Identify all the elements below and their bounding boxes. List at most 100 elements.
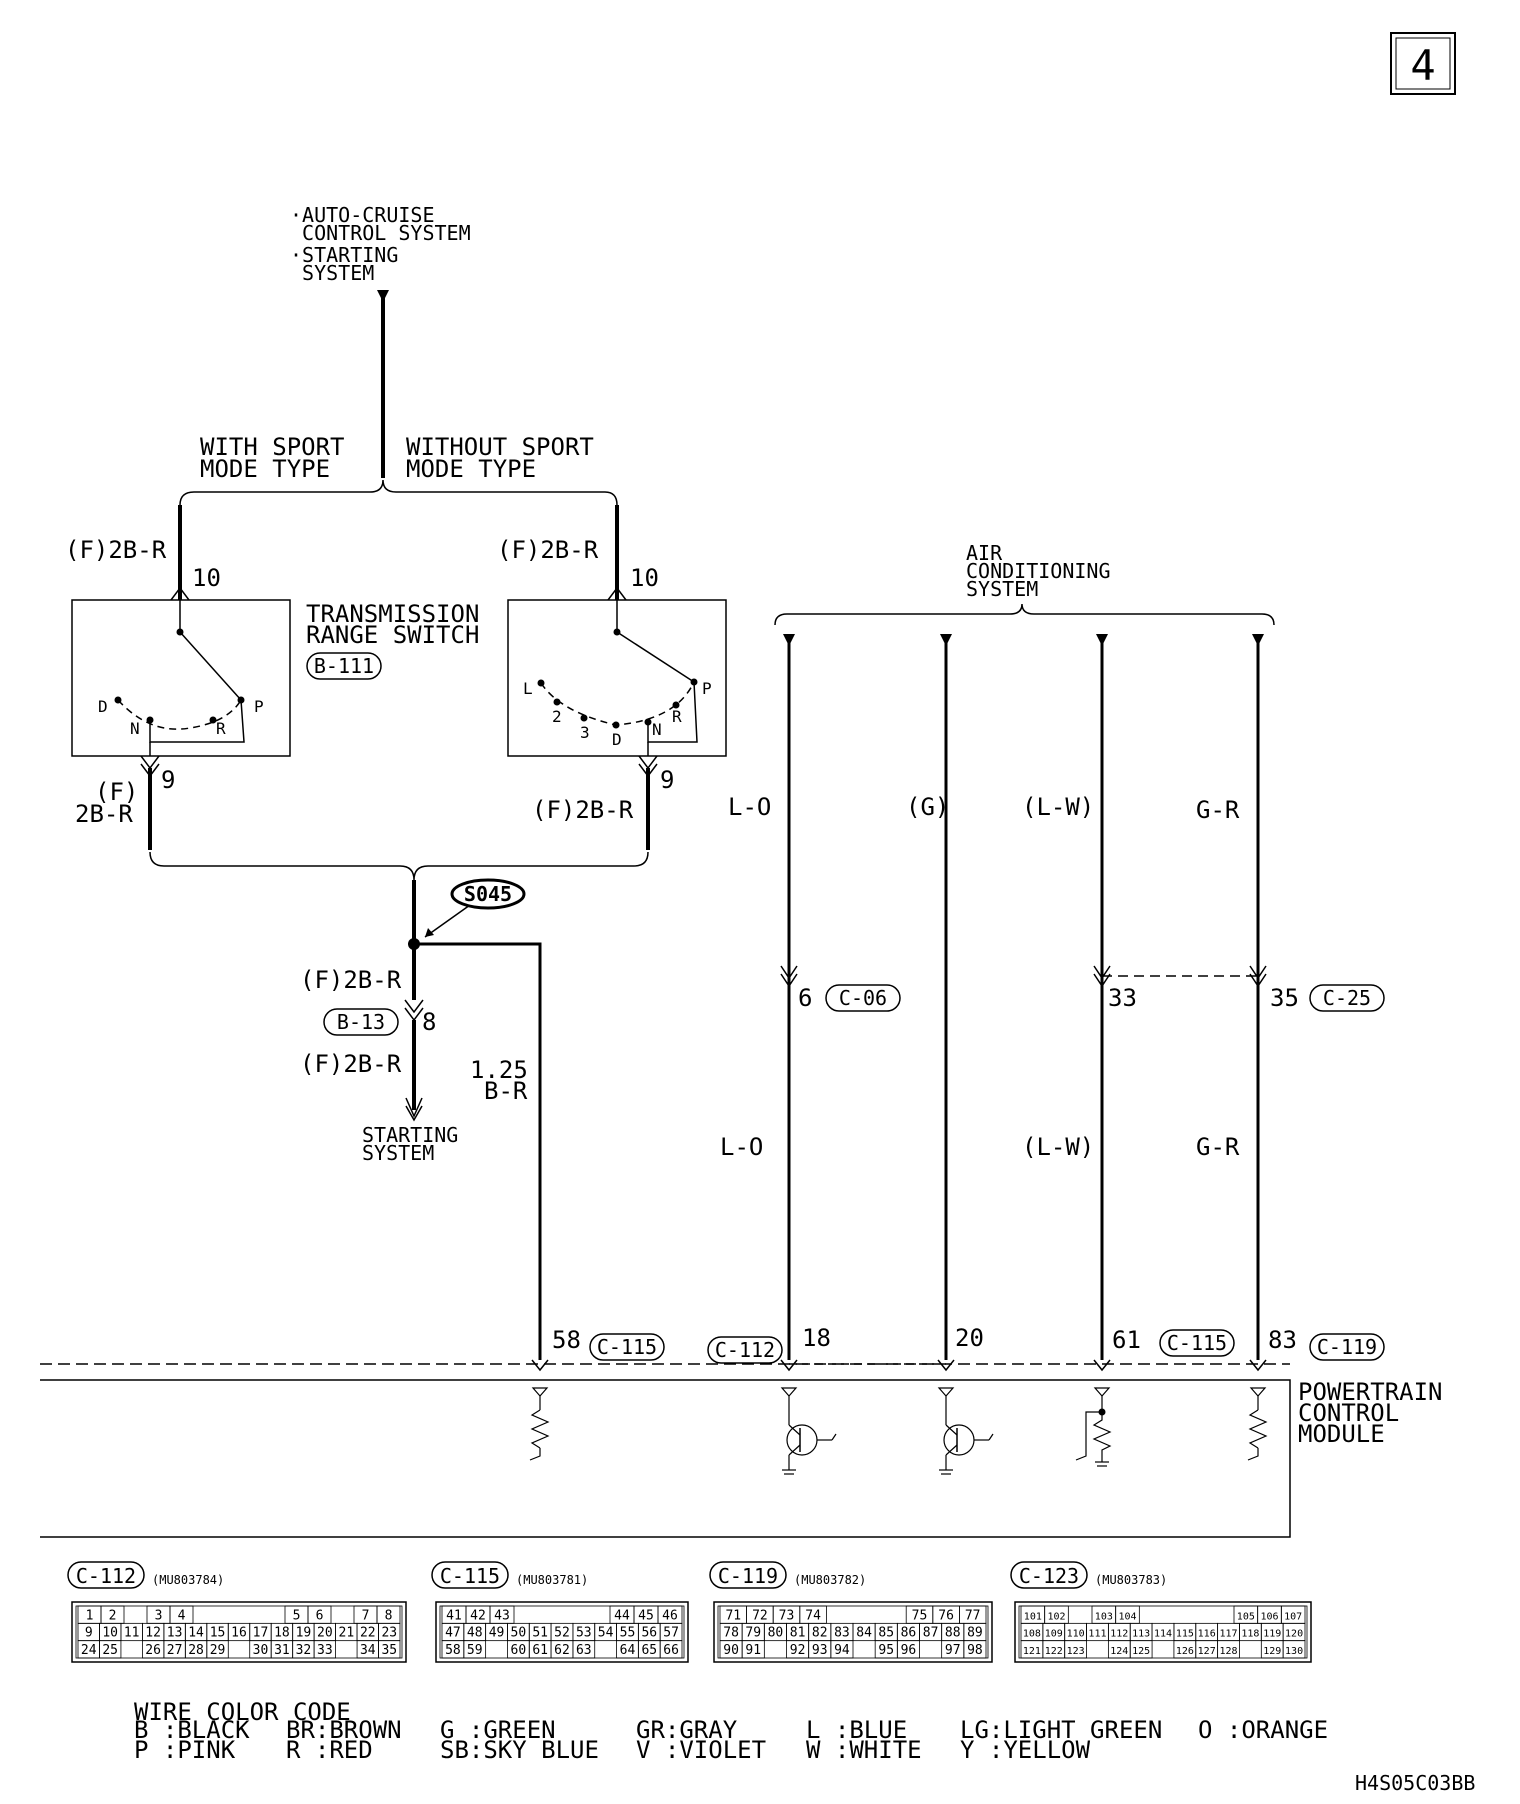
right-pos-2: 2	[552, 707, 562, 726]
connector-pin: 116	[1198, 1629, 1216, 1640]
ac-wire4-pin: 35	[1270, 984, 1299, 1012]
connector-pin: 55	[620, 1626, 636, 1641]
connector-pin: 27	[167, 1643, 183, 1658]
connector-pin: 31	[274, 1643, 290, 1658]
connector-pin: 121	[1023, 1646, 1041, 1657]
connector-pin: 102	[1047, 1611, 1065, 1622]
branch-wire-label-1: 1.25	[470, 1056, 528, 1084]
pcm-transistor-18-icon	[780, 1387, 837, 1475]
connector-pin: 44	[614, 1608, 630, 1623]
connector-id: C-123	[1019, 1564, 1079, 1588]
ac-wire4-bottom-label: G-R	[1196, 1133, 1240, 1161]
connector-pin: 103	[1095, 1611, 1113, 1622]
legend-v: V :VIOLET	[636, 1736, 766, 1764]
connector-pin: 65	[641, 1643, 657, 1658]
dest-line-4: SYSTEM	[290, 261, 374, 285]
right-pos-P: P	[702, 679, 712, 698]
b13-connector: B-13	[337, 1010, 385, 1034]
connector-pin: 64	[620, 1643, 636, 1658]
connector-id: C-115	[440, 1564, 500, 1588]
ac-wire1-bottom-label: L-O	[720, 1133, 763, 1161]
connector-pin: 34	[360, 1643, 376, 1658]
connector-pin: 48	[467, 1626, 483, 1641]
connector-pin: 98	[967, 1643, 983, 1658]
connector-pin: 62	[554, 1643, 570, 1658]
pcm-transistor-20-icon	[937, 1387, 994, 1475]
switch-name-2: RANGE SWITCH	[306, 621, 479, 649]
connector-pin: 123	[1067, 1646, 1085, 1657]
connector-pin: 111	[1088, 1629, 1106, 1640]
connector-pin: 21	[339, 1626, 355, 1641]
with-sport-1: WITH SPORT	[200, 433, 345, 461]
right-return-path	[647, 681, 698, 743]
connector-pin: 128	[1220, 1646, 1238, 1657]
connector-pin: 85	[878, 1626, 894, 1641]
legend-g: G :GREEN	[440, 1716, 556, 1744]
starting-dest-arrow-icon	[405, 1097, 423, 1122]
connector-pin: 129	[1263, 1646, 1281, 1657]
connector-pin: 125	[1132, 1646, 1150, 1657]
legend-w: W :WHITE	[806, 1736, 922, 1764]
page-number: 4	[1410, 41, 1435, 90]
ac-title-1: AIR	[966, 541, 1003, 565]
branch-wire	[414, 942, 542, 1360]
splice-wire-below-label: (F)2B-R	[300, 1050, 402, 1078]
connector-pin: 45	[638, 1608, 654, 1623]
connector-pin: 106	[1260, 1611, 1278, 1622]
b13-arrow-icon	[404, 999, 424, 1022]
connector-pin: 16	[231, 1626, 247, 1641]
connector-pin: 72	[752, 1608, 768, 1623]
pcm-conn61: C-115	[1167, 1331, 1227, 1355]
pcm-name-3: MODULE	[1298, 1420, 1385, 1448]
connector-pin: 51	[532, 1626, 548, 1641]
c06-arrow-icon	[780, 965, 798, 988]
right-bottom-wire-label: (F)2B-R	[532, 796, 634, 824]
right-pos-L: L	[523, 679, 533, 698]
connector-pin: 79	[745, 1626, 761, 1641]
connector-part-number: (MU803781)	[516, 1573, 588, 1587]
connector-pin: 60	[511, 1643, 527, 1658]
legend-r: R :RED	[286, 1736, 373, 1764]
left-switch-arm	[179, 631, 242, 701]
legend-b: B :BLACK	[134, 1716, 250, 1744]
connector-pin: 96	[901, 1643, 917, 1658]
legend-br: BR:BROWN	[286, 1716, 402, 1744]
connector-pin: 54	[598, 1626, 614, 1641]
connector-pin: 74	[805, 1608, 821, 1623]
connector-pin: 130	[1285, 1646, 1303, 1657]
connector-pin: 33	[317, 1643, 333, 1658]
legend-lg: LG:LIGHT GREEN	[960, 1716, 1162, 1744]
connector-pin: 115	[1176, 1629, 1194, 1640]
pcm-resistor-58-icon	[529, 1387, 550, 1461]
connector-pin: 23	[381, 1626, 397, 1641]
connector-pin: 101	[1024, 1611, 1042, 1622]
connector-pin: 8	[385, 1608, 393, 1623]
left-bottom-wire-label-2: 2B-R	[75, 800, 133, 828]
connector-pin: 29	[210, 1643, 226, 1658]
right-pos-D: D	[612, 730, 622, 749]
connector-pin: 66	[663, 1643, 679, 1658]
legend-title: WIRE COLOR CODE	[134, 1698, 351, 1726]
connector-pin: 61	[532, 1643, 548, 1658]
connector-pin: 46	[662, 1608, 678, 1623]
connector-part-number: (MU803782)	[794, 1573, 866, 1587]
connector-pin: 26	[145, 1643, 161, 1658]
pcm-pin20: 20	[955, 1324, 984, 1352]
wire-color-legend: WIRE COLOR CODE B :BLACK BR:BROWN G :GRE…	[134, 1698, 1328, 1764]
connector-pin: 28	[188, 1643, 204, 1658]
connector-pin: 84	[856, 1626, 872, 1641]
connector-pin: 9	[85, 1626, 93, 1641]
connector-pin: 2	[109, 1608, 117, 1623]
connector-pin: 120	[1285, 1629, 1303, 1640]
right-pin10-arrow-icon	[607, 586, 627, 601]
switch-right: (F)2B-R 10 L 2 3 D N R P 9 (F)2B-R	[497, 505, 727, 850]
connector-pin: 14	[188, 1626, 204, 1641]
ac-wire3-pin-arrow-icon	[1093, 965, 1111, 988]
c06-connector: C-06	[839, 986, 887, 1010]
connector-pin: 20	[317, 1626, 333, 1641]
connector-id: C-112	[76, 1564, 136, 1588]
pcm-name-1: POWERTRAIN	[1298, 1378, 1443, 1406]
left-return-path	[149, 699, 245, 743]
